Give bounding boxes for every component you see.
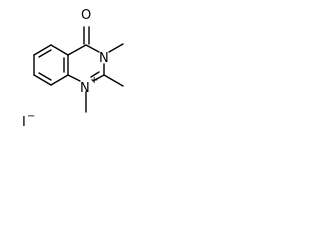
bond-c4-n3	[85, 44, 100, 53]
bond-double-c6-c5	[38, 72, 52, 81]
bond-c6-c5	[33, 74, 52, 86]
carbonyl	[83, 26, 90, 45]
benzene-ring	[33, 44, 69, 86]
n3-label: N	[99, 51, 109, 66]
oxygen-label: O	[81, 8, 91, 23]
n1-charge: +	[90, 75, 98, 86]
c2-methyl-bond	[103, 74, 124, 87]
bond-c8a-c4	[67, 44, 87, 56]
bond-c2-n1	[92, 74, 105, 82]
bond-c8-c7	[33, 44, 52, 56]
chemical-structure: O N N + I −	[22, 8, 124, 130]
bond-double-c8-c7	[38, 49, 52, 58]
n1-label: N	[80, 81, 90, 96]
bond-double-c2-n1	[90, 71, 100, 78]
bond-c5-c4a	[50, 74, 69, 86]
iodide-charge: −	[27, 111, 35, 122]
iodide-label: I	[22, 115, 26, 130]
bond-c8a-c8	[50, 44, 69, 56]
pyrimidine-ring	[67, 44, 105, 82]
n3-methyl-bond	[108, 43, 124, 53]
bond-n1-c4a	[67, 74, 81, 82]
